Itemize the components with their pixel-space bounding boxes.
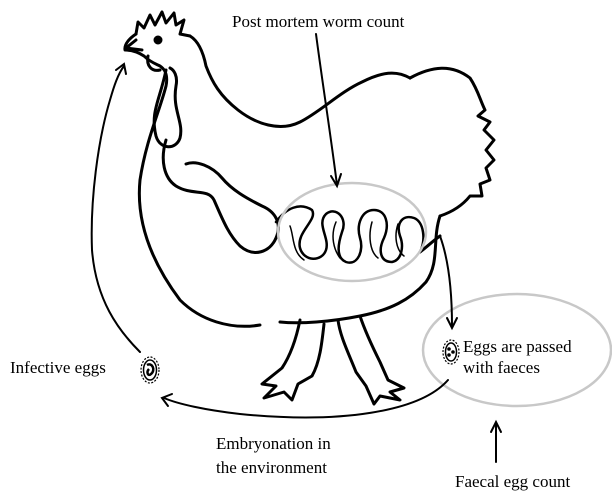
hen-illustration: [125, 12, 494, 404]
embryonation-line1: Embryonation in: [216, 432, 331, 456]
post-mortem-label: Post mortem worm count: [232, 12, 404, 32]
hen-back-tail: [410, 68, 494, 216]
hen-head-neck-front: [125, 34, 260, 326]
eggs-passed-label: Eggs are passed with faeces: [463, 336, 572, 378]
hen-eye: [155, 37, 161, 43]
hen-comb: [136, 12, 190, 36]
hen-leg-back: [338, 316, 404, 404]
intestine-highlight-ellipse: [278, 183, 426, 281]
faecal-egg-count-label: Faecal egg count: [455, 472, 570, 492]
hen-esophagus: [163, 140, 278, 252]
embryonation-line2: the environment: [216, 456, 331, 480]
embryonation-label: Embryonation in the environment: [216, 432, 331, 480]
arrows: [92, 34, 501, 462]
eggs-passed-line2: with faeces: [463, 357, 572, 378]
arrow-to-beak: [92, 66, 140, 352]
infective-egg-icon: [141, 357, 159, 383]
arrow-to-environment: [164, 380, 448, 417]
infective-eggs-label: Infective eggs: [10, 358, 106, 378]
eggs-passed-line1: Eggs are passed: [463, 336, 572, 357]
hen-neck-back: [190, 36, 410, 126]
egg-in-faeces-icon: [443, 340, 459, 364]
hen-leg-front: [262, 320, 324, 400]
